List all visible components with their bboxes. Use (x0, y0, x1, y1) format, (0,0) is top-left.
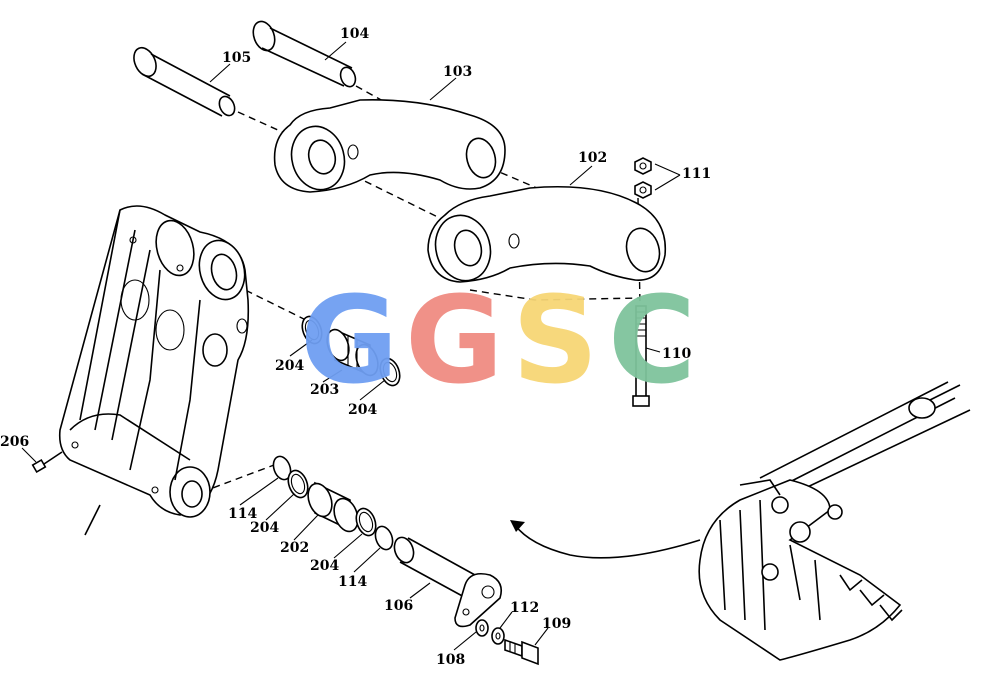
alignment-line (469, 289, 641, 301)
gsc-watermark: G G S C (300, 272, 696, 411)
link-102[interactable] (427, 185, 667, 287)
pin-105[interactable] (130, 44, 238, 118)
bushing-203[interactable] (323, 327, 382, 379)
seal-ring-204[interactable] (377, 356, 403, 388)
pin-104[interactable] (249, 18, 358, 88)
nut-111[interactable] (634, 157, 652, 199)
callout-114: 114 (228, 506, 257, 522)
retaining-ring-114[interactable] (270, 454, 293, 482)
grease-nipple-206[interactable] (31, 451, 63, 474)
detail-arrow (510, 520, 701, 559)
callout-102: 102 (578, 150, 607, 166)
callout-111: 111 (682, 166, 711, 182)
excavator-bucket-overview (698, 381, 971, 661)
link-103[interactable] (273, 98, 506, 196)
callout-203: 203 (310, 382, 339, 398)
callout-103: 103 (443, 64, 472, 80)
callout-206: 206 (0, 434, 29, 450)
pin-106[interactable] (391, 535, 503, 628)
watermark-letter: G (300, 272, 399, 411)
washer-108[interactable] (475, 619, 489, 637)
callout-106: 106 (384, 598, 413, 614)
callout-104: 104 (340, 26, 369, 42)
callout-204: 204 (250, 520, 279, 536)
seal-ring-204[interactable] (299, 314, 325, 346)
watermark-letter: C (608, 272, 696, 411)
bucket-link-frame[interactable] (58, 205, 251, 536)
watermark-letter: G (405, 272, 504, 411)
callout-204: 204 (310, 558, 339, 574)
bushing-202[interactable] (304, 480, 362, 534)
bolt-109[interactable] (504, 638, 539, 666)
callout-204: 204 (275, 358, 304, 374)
washer-112[interactable] (491, 627, 505, 645)
callout-204: 204 (348, 402, 377, 418)
callout-112: 112 (510, 600, 539, 616)
callout-202: 202 (280, 540, 309, 556)
alignment-line (201, 461, 283, 493)
seal-ring-204[interactable] (353, 506, 379, 538)
callout-105: 105 (222, 50, 251, 66)
leader-lines (21, 41, 681, 651)
retaining-ring-114[interactable] (372, 524, 395, 552)
seal-ring-204[interactable] (285, 468, 311, 500)
callout-110: 110 (662, 346, 691, 362)
watermark-letter: S (512, 272, 598, 411)
callout-108: 108 (436, 652, 465, 668)
callout-114: 114 (338, 574, 367, 590)
callout-109: 109 (542, 616, 571, 632)
bolt-110[interactable] (632, 305, 650, 407)
